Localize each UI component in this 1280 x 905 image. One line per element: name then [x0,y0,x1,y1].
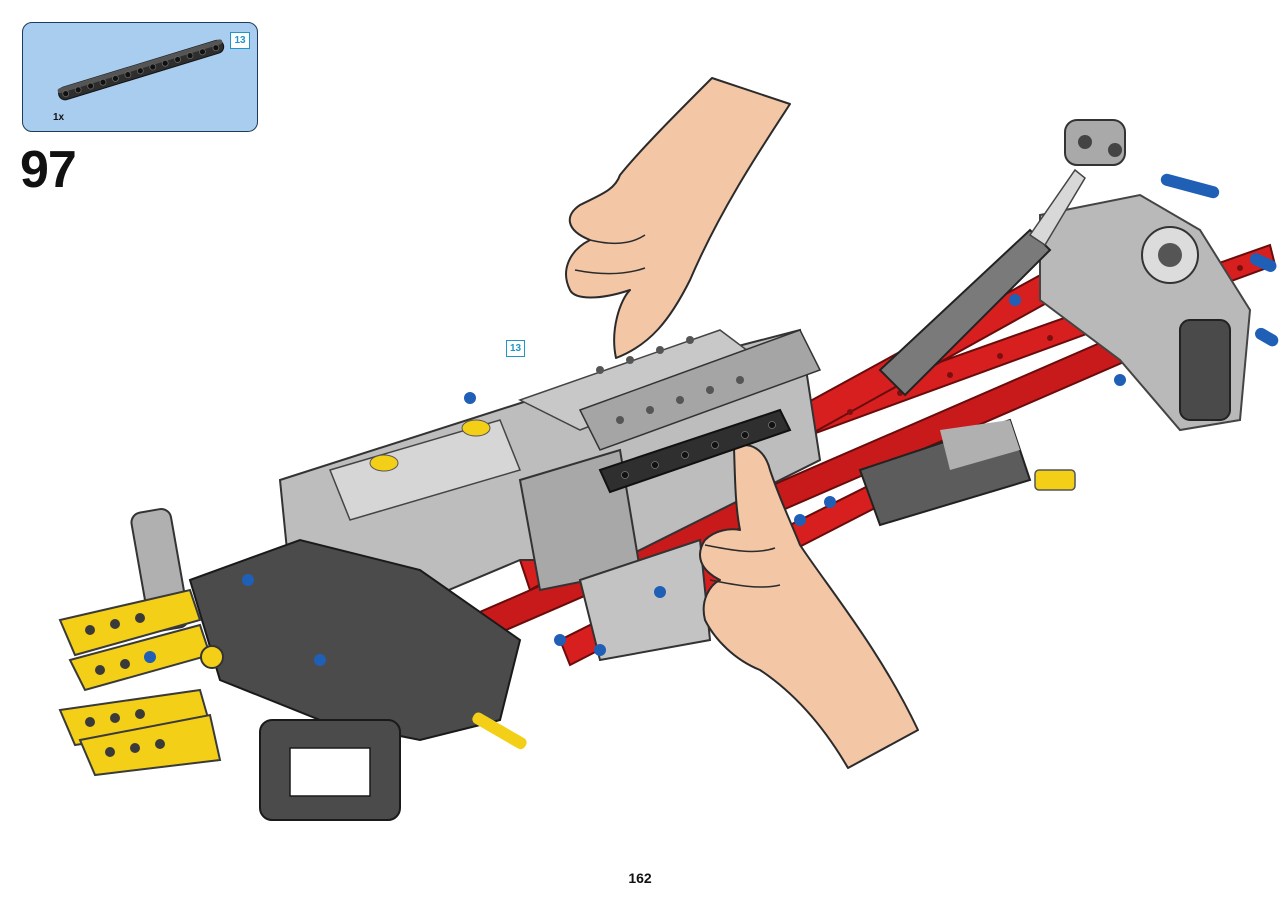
parts-list-box: 13 1x [22,22,258,132]
technic-beam-icon [57,39,225,101]
hand-bottom-illustration [699,444,919,769]
black-beam-being-inserted [598,408,792,494]
yellow-liftarms [58,588,224,777]
beam-length-callout: 13 [506,340,525,357]
page-number: 162 [628,870,652,886]
dark-front-frame [130,508,527,821]
step-number: 97 [20,141,77,199]
hand-top-illustration [565,77,791,359]
rear-gray-assembly [1039,173,1279,432]
part-length-badge: 13 [230,32,250,49]
part-quantity: 1x [53,112,65,123]
shock-absorber [878,119,1126,397]
motor-housing [858,418,1076,527]
gray-center-assembly [278,328,822,662]
